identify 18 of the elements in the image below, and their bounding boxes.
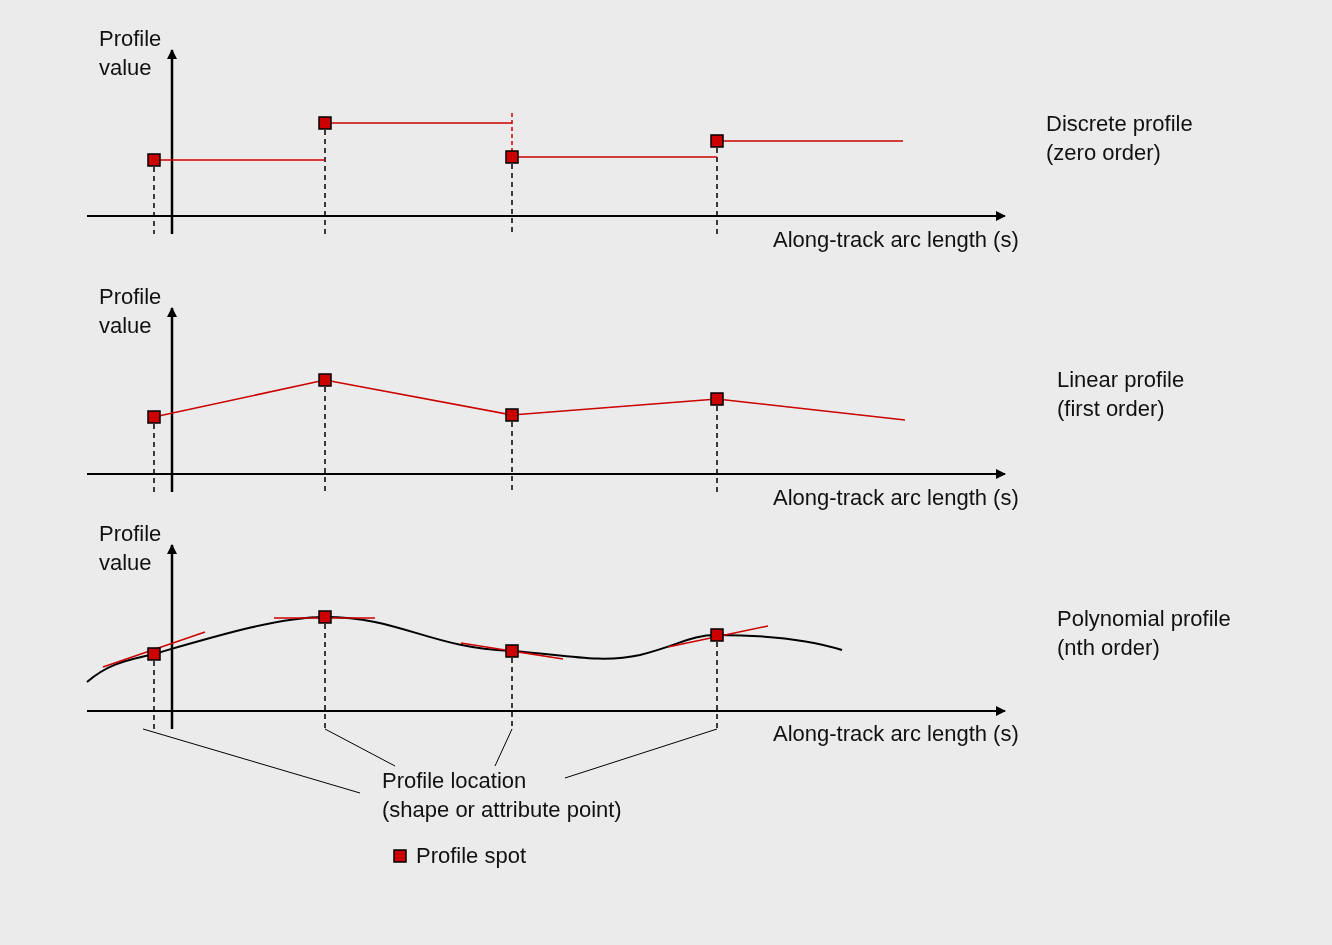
axis-label: Along-track arc length (s) <box>773 226 1019 254</box>
legend-label: Profile spot <box>416 842 527 870</box>
profile-caption: Discrete profile (zero order) <box>1046 110 1193 167</box>
leader-line <box>564 728 718 779</box>
drop-line <box>153 660 155 730</box>
leader-line <box>324 728 396 767</box>
leader-line <box>142 728 361 794</box>
axis-title: Profile value <box>99 283 163 340</box>
drop-line <box>716 641 718 730</box>
axis-title: Profile value <box>99 25 163 82</box>
axis-label: Along-track arc length (s) <box>773 720 1019 748</box>
leader-line <box>494 728 513 767</box>
drop-line <box>324 623 326 730</box>
axis-label: Along-track arc length (s) <box>773 484 1019 512</box>
location-label: Profile location (shape or attribute point) <box>382 766 622 824</box>
axis-title: Profile value <box>99 520 163 577</box>
profile-caption: Polynomial profile (nth order) <box>1057 605 1231 662</box>
profile-caption: Linear profile (first order) <box>1057 366 1185 423</box>
